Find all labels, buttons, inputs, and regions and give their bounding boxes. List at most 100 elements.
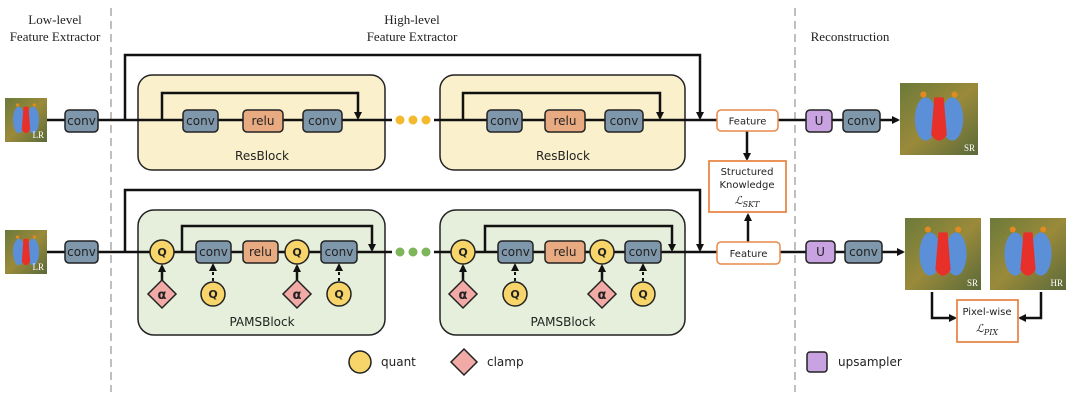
quant-label: Q: [157, 246, 166, 259]
lr-image-bottom: LR: [5, 230, 47, 274]
resblock-1-relu-label: relu: [252, 114, 275, 128]
quant-label: Q: [638, 288, 647, 301]
sr-image-top-right-eye: [951, 91, 958, 98]
hr-image-right-cheek: [1030, 232, 1052, 276]
quant-icon: [450, 239, 476, 265]
clamp-label: α: [158, 288, 167, 303]
clamp-label: α: [459, 288, 468, 303]
pamsblock-1-label: PAMSBlock: [229, 315, 294, 329]
lr-image-top-left-eye: [15, 103, 20, 107]
hr-image-tag: HR: [1050, 278, 1063, 288]
resblock-2-conv-2-label: conv: [610, 114, 639, 128]
quant-label: Q: [334, 288, 343, 301]
feature-box-bottom-shape: [716, 241, 781, 265]
pamsblock-2-label: PAMSBlock: [530, 315, 595, 329]
quant-icon: [149, 239, 175, 265]
top-conv-head-shape: [64, 109, 99, 133]
feature-box-top-label: Feature: [729, 117, 767, 128]
lr-image-bottom-right-eye: [32, 235, 37, 239]
bottom-conv-head-label: conv: [67, 245, 96, 259]
pamsblock-1-conv-1-shape: [195, 240, 232, 264]
bottom-conv-head: conv: [64, 240, 99, 264]
pix-line-1: Pixel-wise: [962, 307, 1011, 318]
resblock-1-conv-2: conv: [302, 109, 343, 133]
pamsblock-1-relu: relu: [242, 240, 279, 264]
resblock-1-relu-shape: [242, 109, 284, 133]
resblock-2-conv-1-label: conv: [490, 114, 519, 128]
top-conv-head-label: conv: [67, 114, 96, 128]
sr-image-bottom-nose: [935, 232, 951, 276]
skt-line-2: Knowledge: [720, 180, 775, 191]
hr-image: HR: [990, 218, 1066, 290]
sr-image-bottom: SR: [905, 218, 981, 290]
clamp-icon: [447, 278, 479, 310]
bottom-ellipsis-dot: [395, 247, 405, 257]
top-upsampler: U: [805, 109, 833, 133]
clamp-icon: [586, 278, 618, 310]
pamsblock-2-clamp-1: α: [447, 278, 479, 310]
lr-image-bottom-right-cheek: [27, 238, 40, 266]
bottom-global-skip: [123, 188, 704, 252]
pamsblock-1-relu-label: relu: [249, 245, 272, 259]
pamsblock-1-skip: [180, 224, 376, 252]
resblock-2-skip: [461, 91, 664, 120]
quant-label: Q: [208, 288, 217, 301]
bottom-conv-tail-shape: [844, 240, 883, 264]
top-conv-tail: conv: [842, 109, 881, 133]
pamsblock-1-clamp-2: α: [281, 278, 313, 310]
quant-icon: [326, 281, 352, 307]
clamp-label: α: [598, 288, 607, 303]
top-conv-head: conv: [64, 109, 99, 133]
quant-label: Q: [597, 246, 606, 259]
pamsblock-1-clamp-1: α: [146, 278, 178, 310]
top-ellipsis-dot: [421, 115, 431, 125]
bottom-conv-head-shape: [64, 240, 99, 264]
pamsblock-2-weight-quant-1: Q: [502, 281, 528, 307]
quant-icon: [200, 281, 226, 307]
pamsblock-2-conv-2: conv: [624, 240, 662, 264]
quant-icon: [502, 281, 528, 307]
legend-quant-label: quant: [381, 355, 416, 369]
sr-image-top-nose: [931, 97, 947, 141]
bottom-ellipsis-dot: [408, 247, 418, 257]
resblock-2-relu: relu: [544, 109, 586, 133]
top-conv-tail-label: conv: [847, 114, 876, 128]
quant-label: Q: [510, 288, 519, 301]
lr-image-bottom-left-eye: [15, 235, 20, 239]
lr-image-top-right-cheek: [27, 106, 40, 134]
sr-image-top-tag: SR: [964, 143, 975, 153]
lr-image-bottom-left-cheek: [12, 238, 25, 266]
resblock-1-conv-1-shape: [182, 109, 219, 133]
resblock-2-conv-2: conv: [604, 109, 644, 133]
clamp-label: α: [293, 288, 302, 303]
resblock-1-relu: relu: [242, 109, 284, 133]
quant-icon: [284, 239, 310, 265]
pamsblock-1-conv-2-label: conv: [325, 245, 354, 259]
resblock-2-conv-1-shape: [486, 109, 523, 133]
resblock-1-conv-1: conv: [182, 109, 219, 133]
bottom-ellipsis-dot: [421, 247, 431, 257]
header-high-level-1: High-level: [384, 12, 440, 27]
pamsblock-2-conv-2-label: conv: [629, 245, 658, 259]
pamsblock-2-relu: relu: [544, 240, 586, 264]
sr-image-bottom-left-eye: [924, 226, 931, 233]
skt-box-shape: [708, 160, 787, 213]
clamp-icon: [146, 278, 178, 310]
top-upsampler-shape: [805, 109, 833, 133]
skt-line-1: Structured: [721, 167, 774, 178]
header-high-level-2: Feature Extractor: [367, 29, 458, 44]
top-global-skip: [123, 53, 704, 120]
pamsblock-2-conv-2-shape: [624, 240, 662, 264]
pamsblock-2-relu-label: relu: [554, 245, 577, 259]
sr-image-bottom-right-eye: [955, 226, 962, 233]
legend-quant-icon: [348, 350, 372, 374]
resblock-2-label: ResBlock: [536, 149, 590, 163]
resblock-2-relu-shape: [544, 109, 586, 133]
pamsblock-1-conv-1-label: conv: [199, 245, 228, 259]
pamsblock-2-conv-1-shape: [497, 240, 534, 264]
lr-image-bottom-nose: [21, 238, 31, 266]
lr-image-top-nose: [21, 106, 31, 134]
feature-box-bottom-label: Feature: [730, 249, 768, 260]
